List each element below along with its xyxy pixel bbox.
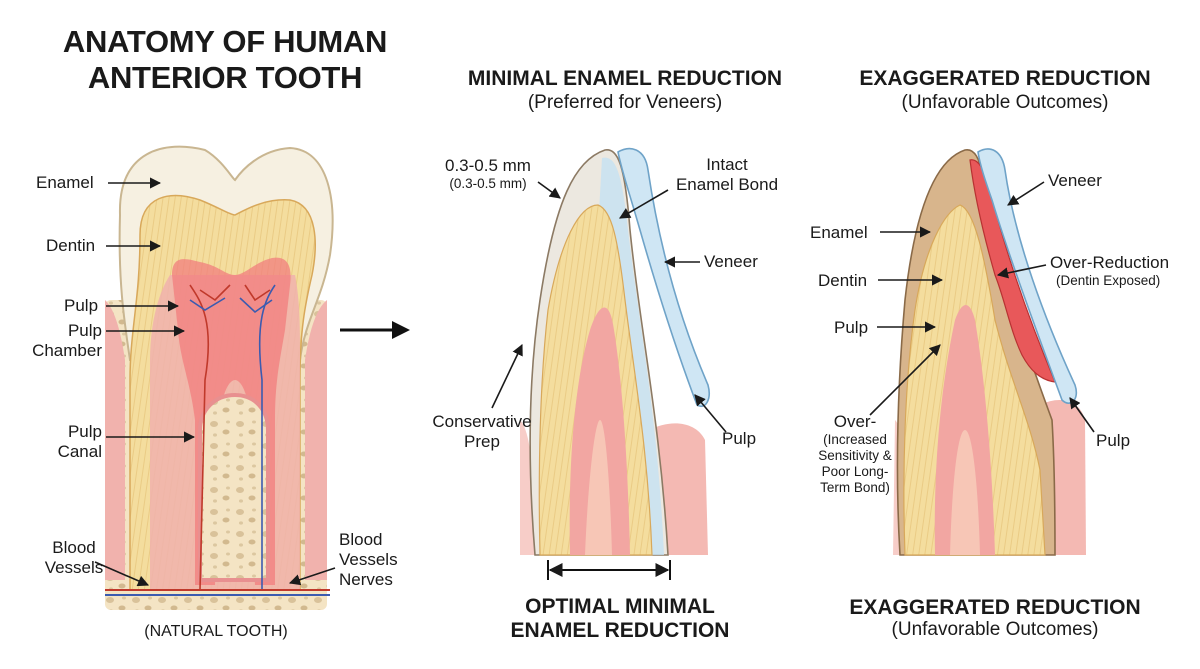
label-blood-vessels: Blood Vessels <box>34 538 114 578</box>
label-thickness-small: (0.3-0.5 mm) <box>449 176 527 191</box>
label-intact-line2: Enamel Bond <box>675 175 779 194</box>
label-enamel: Enamel <box>36 173 94 192</box>
natural-caption: (NATURAL TOOTH) <box>144 623 288 640</box>
minimal-subheading: (Preferred for Veneers) <box>527 92 723 113</box>
label-over-line3: Sensitivity & <box>818 448 892 463</box>
transition-arrow <box>340 321 410 339</box>
label-pulp-exaggerated-right: Pulp <box>1096 431 1131 450</box>
minimal-caption-line1: OPTIMAL MINIMAL <box>525 595 715 618</box>
exaggerated-caption-title: EXAGGERATED REDUCTION <box>849 596 1141 619</box>
label-blood-vessels-nerves: Blood Vessels Nerves <box>339 530 398 590</box>
exaggerated-leaders <box>869 181 1095 433</box>
label-veneer-exaggerated: Veneer <box>1048 171 1102 190</box>
label-pulp: Pulp <box>64 296 99 315</box>
label-bvn-line1: Blood <box>339 530 383 549</box>
label-veneer-minimal: Veneer <box>704 252 758 271</box>
label-blood-vessels-line1: Blood <box>52 538 96 557</box>
minimal-caption-line2: ENAMEL REDUCTION <box>510 619 730 642</box>
label-intact-enamel-bond: Intact Enamel Bond <box>662 155 792 195</box>
label-pulp-minimal: Pulp <box>722 429 757 448</box>
page-title: ANATOMY OF HUMAN ANTERIOR TOOTH <box>30 24 420 96</box>
label-over-line5: Term Bond) <box>820 480 890 495</box>
label-conservative-line1: Conservative <box>432 412 532 431</box>
label-thickness: 0.3-0.5 mm <box>445 156 531 175</box>
root-window <box>198 392 270 582</box>
minimal-tooth-illustration <box>520 147 710 556</box>
label-over-reduction: Over-Reduction <box>1050 253 1170 272</box>
label-pulp-exaggerated-left: Pulp <box>834 318 869 337</box>
blood-vessels <box>105 284 330 596</box>
title-line-2: ANTERIOR TOOTH <box>87 60 363 95</box>
label-enamel-exaggerated: Enamel <box>810 223 868 242</box>
label-pulp-canal-line2: Canal <box>57 442 102 461</box>
label-over-line1: Over- <box>833 412 877 431</box>
label-pulp-chamber-line2: Chamber <box>32 341 102 360</box>
exaggerated-caption-sub: (Unfavorable Outcomes) <box>891 619 1099 640</box>
minimal-leaders <box>491 181 727 433</box>
gum-right <box>305 300 327 580</box>
label-over-line4: Poor Long- <box>821 464 889 479</box>
minimal-heading: MINIMAL ENAMEL REDUCTION <box>467 67 783 90</box>
label-pulp-chamber-line1: Pulp <box>67 321 102 340</box>
label-dentin: Dentin <box>46 236 96 255</box>
label-over-line2: (Increased <box>823 432 887 447</box>
label-dentin-exaggerated: Dentin <box>818 271 868 290</box>
label-pulp-canal-line1: Pulp <box>67 422 102 441</box>
label-over-consequences: Over- (Increased Sensitivity & Poor Long… <box>800 412 910 496</box>
gum-left <box>105 300 125 580</box>
exaggerated-subheading: (Unfavorable Outcomes) <box>901 92 1109 113</box>
exaggerated-heading: EXAGGERATED REDUCTION <box>859 67 1151 90</box>
label-bvn-line3: Nerves <box>339 570 393 589</box>
natural-leaders <box>94 177 336 587</box>
label-bvn-line2: Vessels <box>339 550 398 569</box>
title-line-1: ANATOMY OF HUMAN <box>62 24 388 59</box>
label-conservative-prep: Conservative Prep <box>418 412 546 452</box>
minimal-caption: OPTIMAL MINIMAL ENAMEL REDUCTION <box>470 595 770 643</box>
label-conservative-line2: Prep <box>464 432 500 451</box>
natural-tooth-illustration <box>105 145 334 610</box>
label-intact-line1: Intact <box>706 155 748 174</box>
exaggerated-tooth-illustration <box>893 148 1086 556</box>
label-dentin-exposed: (Dentin Exposed) <box>1056 273 1161 288</box>
label-pulp-canal: Pulp Canal <box>40 422 102 462</box>
dimension-bar <box>547 560 671 580</box>
label-blood-vessels-line2: Vessels <box>44 558 104 577</box>
label-pulp-chamber: Pulp Chamber <box>20 321 102 361</box>
